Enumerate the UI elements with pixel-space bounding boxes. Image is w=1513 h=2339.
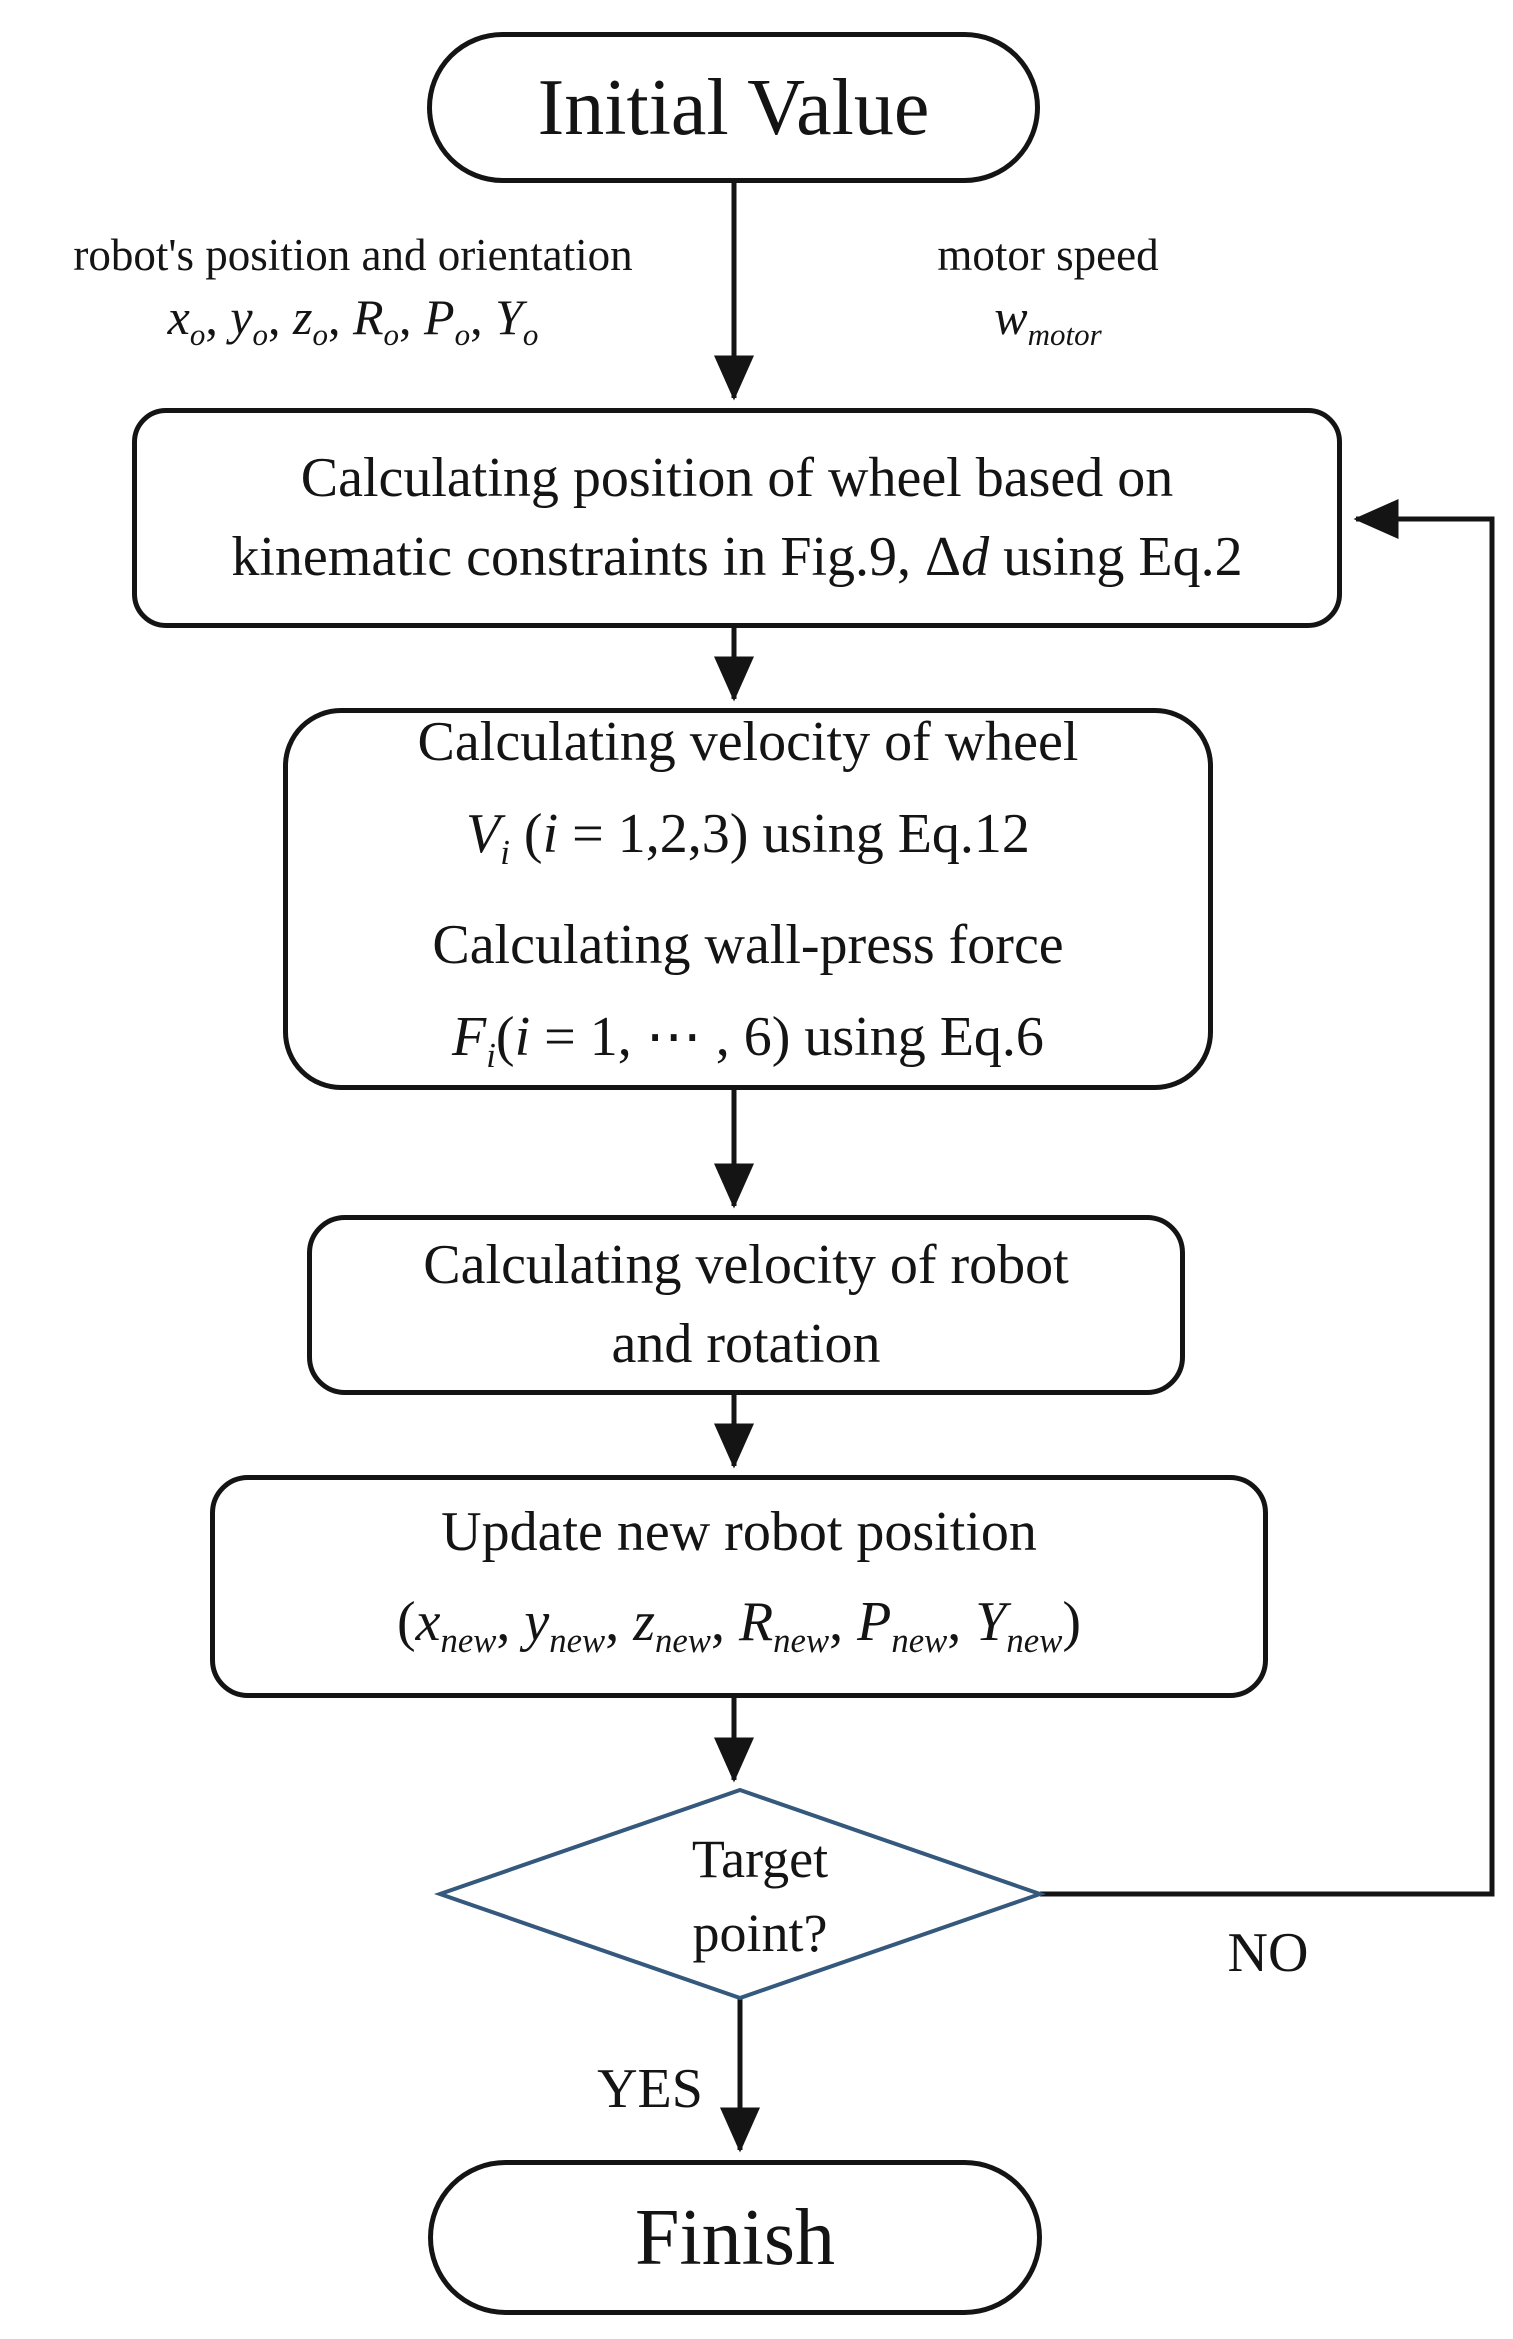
end-label: Finish bbox=[634, 2193, 836, 2282]
input-annotation-right: motor speed wmotor bbox=[858, 226, 1238, 368]
process-box-wheel-position: Calculating position of wheel based on k… bbox=[132, 408, 1342, 628]
process2-line4: Fi(i = 1, ⋯ , 6) using Eq.6 bbox=[452, 1006, 1044, 1076]
input-right-caption: motor speed bbox=[937, 230, 1159, 280]
process4-line2: (xnew, ynew, znew, Rnew, Pnew, Ynew) bbox=[396, 1590, 1082, 1661]
arrow-no-loopback bbox=[1040, 499, 1495, 1897]
edge-label-no: NO bbox=[1227, 1922, 1309, 1984]
process-box-robot-velocity: Calculating velocity of robot and rotati… bbox=[307, 1215, 1185, 1395]
end-terminator: Finish bbox=[428, 2160, 1042, 2315]
process2-line2: Vi (i = 1,2,3) using Eq.12 bbox=[466, 802, 1030, 872]
process2-line1: Calculating velocity of wheel bbox=[417, 710, 1079, 773]
start-label: Initial Value bbox=[537, 63, 930, 152]
input-left-math: xo, yo, zo, Ro, Po, Yo bbox=[167, 289, 539, 352]
process-box-update-position: Update new robot position (xnew, ynew, z… bbox=[210, 1475, 1268, 1698]
decision-diamond bbox=[433, 1787, 1047, 2001]
process1-line1: Calculating position of wheel based on bbox=[300, 447, 1174, 509]
process2-line3: Calculating wall-press force bbox=[432, 914, 1064, 976]
start-terminator: Initial Value bbox=[427, 32, 1040, 183]
edge-label-yes: YES bbox=[597, 2058, 703, 2120]
input-annotation-left: robot's position and orientation xo, yo,… bbox=[8, 226, 698, 368]
decision-line2: point? bbox=[692, 1903, 828, 1963]
input-left-caption: robot's position and orientation bbox=[73, 230, 633, 280]
input-right-math: wmotor bbox=[994, 289, 1102, 352]
process4-line1: Update new robot position bbox=[441, 1500, 1037, 1563]
process1-line2: kinematic constraints in Fig.9, Δd using… bbox=[231, 526, 1243, 588]
process-box-wheel-velocity: Calculating velocity of wheel Vi (i = 1,… bbox=[283, 708, 1213, 1090]
process3-line1: Calculating velocity of robot bbox=[423, 1234, 1069, 1296]
process3-line2: and rotation bbox=[611, 1313, 881, 1375]
decision-label: Target point? bbox=[610, 1822, 910, 1970]
decision-line1: Target bbox=[691, 1829, 829, 1889]
